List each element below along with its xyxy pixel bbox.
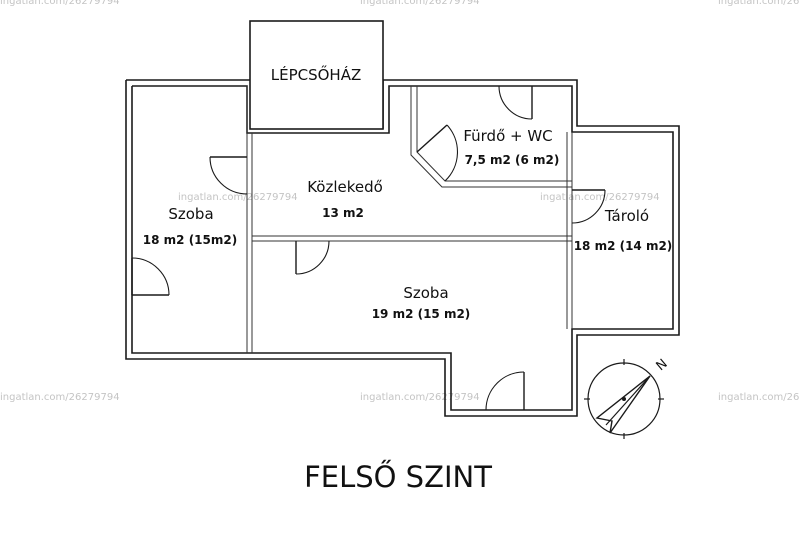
room-area-kozlekedo: 13 m2	[322, 206, 364, 220]
room-name-lepcsohaz: LÉPCSŐHÁZ	[271, 64, 362, 84]
doors	[131, 85, 606, 411]
staircase-block	[249, 20, 384, 130]
watermark-text: ingatlan.com/26279794	[540, 192, 660, 203]
room-area-szoba-main: 19 m2 (15 m2)	[372, 307, 471, 321]
compass-arrow-axis	[605, 375, 651, 426]
door-left-room-bottom	[131, 257, 170, 296]
room-area-furdo: 7,5 m2 (6 m2)	[465, 153, 560, 167]
watermark-text: ingatlan.com/26279794	[0, 0, 120, 7]
outer-wall-inner-line	[131, 85, 674, 411]
door-bathroom-top	[498, 85, 533, 120]
door-bathroom-side	[416, 124, 458, 182]
room-name-kozlekedo: Közlekedő	[307, 178, 383, 196]
watermark-layer: ingatlan.com/26279794 ingatlan.com/26279…	[0, 0, 800, 403]
room-area-tarolo: 18 m2 (14 m2)	[574, 239, 673, 253]
door-storage	[571, 189, 606, 224]
door-main-room-bottom	[485, 371, 525, 411]
floor-title: FELSŐ SZINT	[304, 460, 492, 494]
compass-center	[622, 397, 626, 401]
compass-north-label: N	[654, 356, 671, 374]
room-name-furdo: Fürdő + WC	[463, 127, 552, 145]
door-left-room-top	[209, 156, 248, 195]
room-area-szoba-left: 18 m2 (15m2)	[143, 233, 237, 247]
watermark-text: ingatlan.com/26279794	[360, 0, 480, 7]
door-main-room	[295, 240, 330, 275]
wall-bathroom-a	[410, 86, 572, 188]
interior-walls	[246, 86, 573, 353]
room-labels: LÉPCSŐHÁZ Közlekedő 13 m2 Fürdő + WC 7,5…	[143, 64, 673, 321]
watermark-text: ingatlan.com/26279794	[178, 192, 298, 203]
compass: N	[584, 356, 671, 439]
watermark-text: ingatlan.com/26279794	[0, 392, 120, 403]
wall-bathroom-b	[416, 86, 572, 182]
room-name-tarolo: Tároló	[604, 207, 649, 225]
watermark-text: ingatlan.com/26279794	[718, 392, 800, 403]
watermark-text: ingatlan.com/26279794	[360, 392, 480, 403]
watermark-text: ingatlan.com/26279794	[718, 0, 800, 7]
room-name-szoba-left: Szoba	[168, 205, 213, 223]
room-name-szoba-main: Szoba	[403, 284, 448, 302]
